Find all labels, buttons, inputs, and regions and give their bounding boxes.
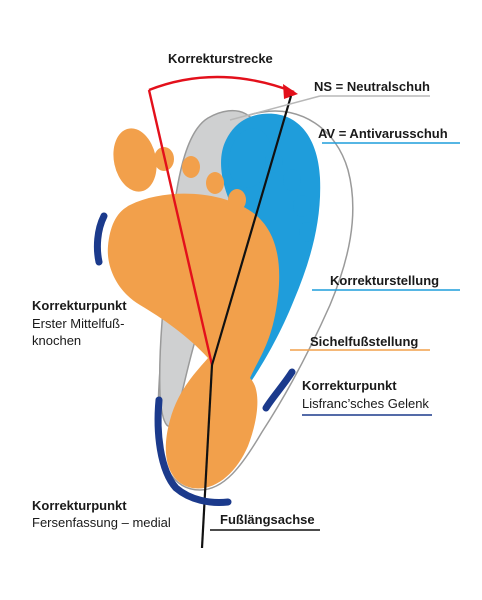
label-korrekturstellung: Korrekturstellung <box>330 273 440 288</box>
label-sichelfussstellung: Sichelfußstellung <box>310 334 419 349</box>
blue-toes <box>228 128 315 242</box>
label-korrekturpunkt-mittelfuss-title: Korrekturpunkt <box>32 298 127 313</box>
correction-point-markers <box>93 212 296 506</box>
label-neutralschuh: NS = Neutralschuh <box>314 79 430 94</box>
marker-fersenfassung-medial <box>154 396 232 506</box>
sichelfuss-orange-sole <box>107 193 280 489</box>
marker-lisfranc-gelenk <box>262 368 296 412</box>
label-korrekturpunkt-lisfranc-title: Korrekturpunkt <box>302 378 397 393</box>
label-korrekturpunkt-ferse-title: Korrekturpunkt <box>32 498 127 513</box>
label-korrekturpunkt-mittelfuss-line1: Erster Mittelfuß- <box>32 316 125 331</box>
label-korrekturpunkt-ferse-line1: Fersenfassung – medial <box>32 515 171 530</box>
label-antivarusschuh: AV = Antivarusschuh <box>318 126 448 141</box>
label-leader-lines <box>210 95 460 531</box>
label-korrekturpunkt-lisfranc-line1: Lisfranc’sches Gelenk <box>302 396 429 411</box>
label-korrekturstrecke: Korrekturstrecke <box>168 51 273 66</box>
marker-erster-mittelfussknochen <box>93 212 108 266</box>
label-korrekturpunkt-mittelfuss-line2: knochen <box>32 333 82 348</box>
korrekturstrecke-arrow <box>147 75 298 366</box>
label-fusslaengsachse: Fußlängsachse <box>220 512 315 527</box>
foot-axis-lines <box>200 95 293 549</box>
